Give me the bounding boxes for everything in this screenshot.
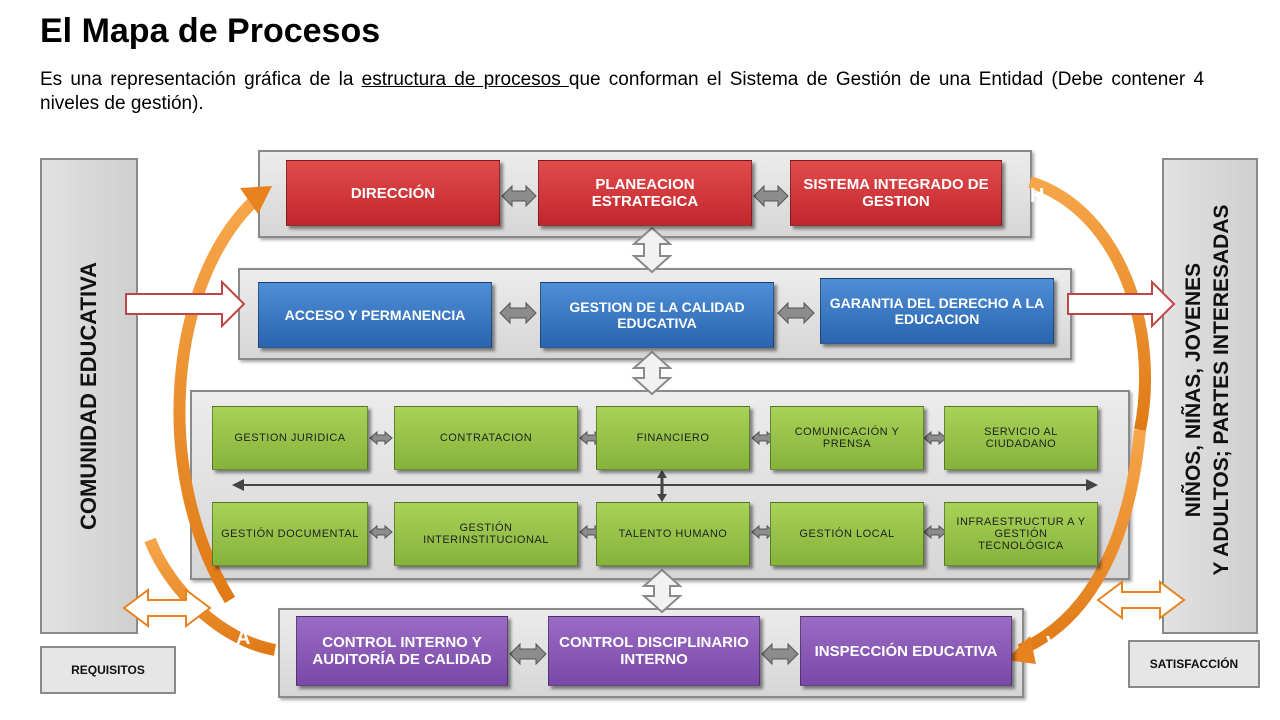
feedback-arrow-left xyxy=(122,588,212,628)
cycle-label-a: A xyxy=(236,627,250,649)
requisitos-label: REQUISITOS xyxy=(40,646,176,694)
feedback-arrow-right xyxy=(1096,580,1186,620)
vertical-arrow-3 xyxy=(641,568,683,614)
support-divider-left-head xyxy=(232,479,244,491)
description-text-start: Es una representación gráfica de la xyxy=(40,69,362,90)
h-arrow-missional-2 xyxy=(777,301,815,325)
output-arrow xyxy=(1067,279,1176,329)
support-divider-right-head xyxy=(1086,479,1098,491)
right-column: NIÑOS, NIÑAS, JOVENES Y ADULTOS; PARTES … xyxy=(1162,158,1258,634)
cycle-arrow-v xyxy=(1017,429,1146,656)
process-financiero[interactable]: FINANCIERO xyxy=(596,406,750,470)
process-control-disciplinario[interactable]: CONTROL DISCIPLINARIO INTERNO xyxy=(548,616,760,686)
h-arrow-strategic-1 xyxy=(501,184,537,208)
process-infraestructura-tecnologica[interactable]: INFRAESTRUCTUR A Y GESTIÓN TECNOLÓGICA xyxy=(944,502,1098,566)
process-control-interno[interactable]: CONTROL INTERNO Y AUDITORÍA DE CALIDAD xyxy=(296,616,508,686)
process-servicio-ciudadano[interactable]: SERVICIO AL CIUDADANO xyxy=(944,406,1098,470)
h-arrow-strategic-2 xyxy=(753,184,789,208)
page-description: Es una representación gráfica de la estr… xyxy=(40,68,1204,116)
input-arrow xyxy=(125,279,246,329)
process-comunicacion-prensa[interactable]: COMUNICACIÓN Y PRENSA xyxy=(770,406,924,470)
process-inspeccion-educativa[interactable]: INSPECCIÓN EDUCATIVA xyxy=(800,616,1012,686)
support-vertical-up-head xyxy=(657,470,667,478)
left-column: COMUNIDAD EDUCATIVA xyxy=(40,158,138,634)
h-arrow-eval-2 xyxy=(761,642,799,666)
support-vertical-down-head xyxy=(657,494,667,502)
process-sistema-integrado[interactable]: SISTEMA INTEGRADO DE GESTION xyxy=(790,160,1002,226)
description-underlined: estructura de procesos xyxy=(361,69,569,90)
h-arrow-eval-1 xyxy=(509,642,547,666)
cycle-arrowhead-p xyxy=(240,186,272,214)
process-direccion[interactable]: DIRECCIÓN xyxy=(286,160,500,226)
cycle-arrowhead-v xyxy=(1006,636,1036,664)
cycle-label-p: P xyxy=(218,209,231,231)
cycle-label-v: V xyxy=(1046,633,1060,655)
process-talento-humano[interactable]: TALENTO HUMANO xyxy=(596,502,750,566)
process-acceso-permanencia[interactable]: ACCESO Y PERMANENCIA xyxy=(258,282,492,348)
description-text-end: que conforman el Sistema de Gestión de u… xyxy=(40,69,1205,114)
process-gestion-documental[interactable]: GESTIÓN DOCUMENTAL xyxy=(212,502,368,566)
vertical-arrow-2 xyxy=(631,350,673,396)
h-arrow-support-r2-1 xyxy=(369,524,393,540)
h-arrow-support-r1-4 xyxy=(923,430,947,446)
process-gestion-interinstitucional[interactable]: GESTIÓN INTERINSTITUCIONAL xyxy=(394,502,578,566)
process-gestion-local[interactable]: GESTIÓN LOCAL xyxy=(770,502,924,566)
vertical-arrow-1 xyxy=(631,226,673,274)
h-arrow-support-r1-1 xyxy=(369,430,393,446)
satisfaccion-label: SATISFACCIÓN xyxy=(1128,640,1260,688)
h-arrow-support-r2-4 xyxy=(923,524,947,540)
cycle-arrow-h xyxy=(1028,176,1152,432)
process-planeacion-estrategica[interactable]: PLANEACION ESTRATEGICA xyxy=(538,160,752,226)
process-gestion-calidad[interactable]: GESTION DE LA CALIDAD EDUCATIVA xyxy=(540,282,774,348)
process-gestion-juridica[interactable]: GESTION JURIDICA xyxy=(212,406,368,470)
cycle-label-h: H xyxy=(1030,185,1044,207)
h-arrow-missional-1 xyxy=(499,301,537,325)
cycle-arrow-p xyxy=(173,195,260,604)
process-contratacion[interactable]: CONTRATACION xyxy=(394,406,578,470)
process-garantia-derecho[interactable]: GARANTIA DEL DERECHO A LA EDUCACION xyxy=(820,278,1054,344)
page-title: El Mapa de Procesos xyxy=(40,12,381,50)
